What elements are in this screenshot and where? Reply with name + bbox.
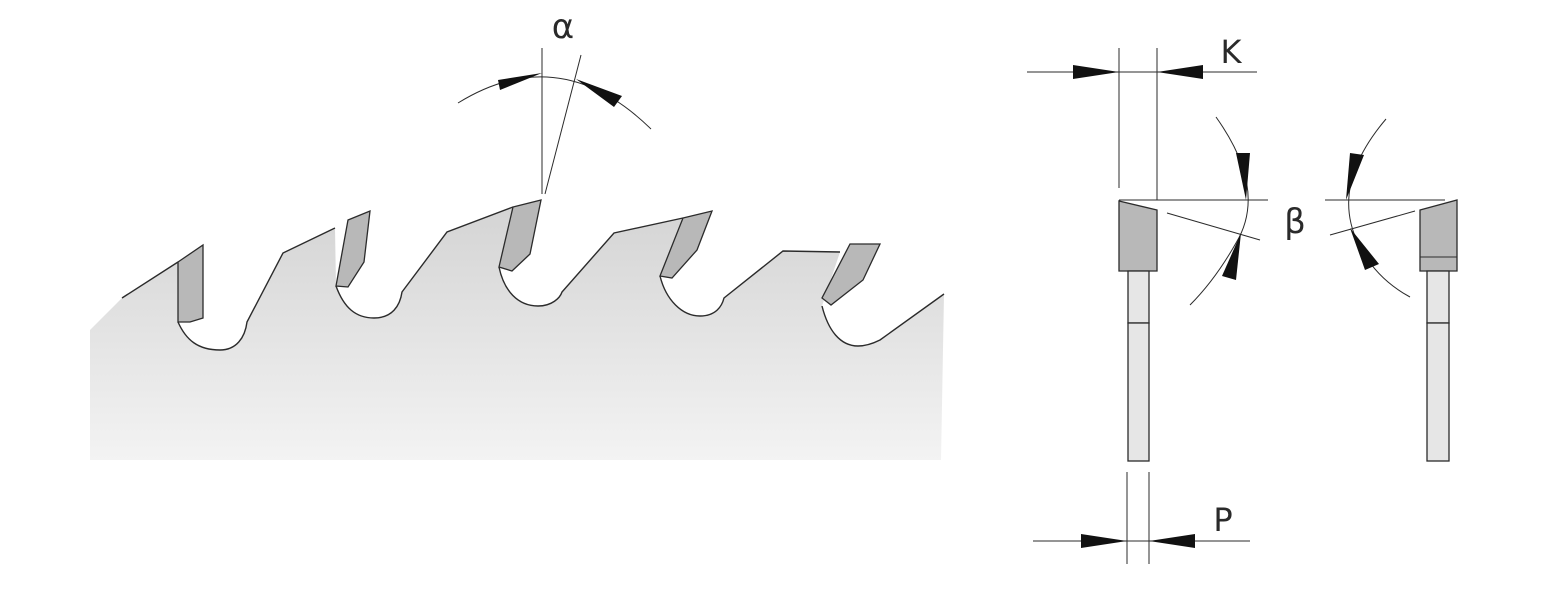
kerf-label: K <box>1221 33 1243 71</box>
kerf-arrow-right <box>1157 65 1203 79</box>
beta-arrow-top-right <box>1346 153 1364 200</box>
tooth-front-view-left <box>1118 48 1268 462</box>
beta-angle-annotation: β <box>1189 116 1411 306</box>
kerf-arrow-left <box>1073 65 1119 79</box>
tooth-tip-3 <box>498 199 542 272</box>
blade-top-edge <box>121 206 945 351</box>
plate-dimension: P <box>1033 472 1250 564</box>
tooth-front-view-right <box>1325 199 1458 462</box>
kerf-dimension: K <box>1027 33 1257 79</box>
alpha-arrow-right <box>576 79 622 107</box>
plate-label: P <box>1213 501 1232 539</box>
plate-arrow-left <box>1081 534 1127 548</box>
plate-arrow-right <box>1149 534 1195 548</box>
tooth-tip-2 <box>335 209 371 288</box>
alpha-angle-annotation: α <box>457 7 652 195</box>
plate-lower-right <box>1426 322 1450 462</box>
blade-profile <box>90 199 945 460</box>
beta-arrow-bottom-right <box>1350 228 1379 270</box>
tooth-tip-1 <box>177 243 204 323</box>
blade-body <box>90 207 944 460</box>
plate-upper-right <box>1426 270 1450 324</box>
alpha-arrow-left <box>498 73 542 90</box>
plate-lower-left <box>1127 322 1150 462</box>
beta-label: β <box>1284 202 1306 242</box>
front-tip-right <box>1419 199 1458 272</box>
tooth-tip-5 <box>821 243 882 306</box>
alpha-label: α <box>552 7 574 47</box>
plate-upper-left <box>1127 270 1150 324</box>
tooth-tip-4 <box>659 210 714 279</box>
beta-arrow-top-left <box>1236 153 1250 200</box>
front-tip-left <box>1118 200 1158 272</box>
beta-arrow-bottom-left <box>1222 233 1241 280</box>
